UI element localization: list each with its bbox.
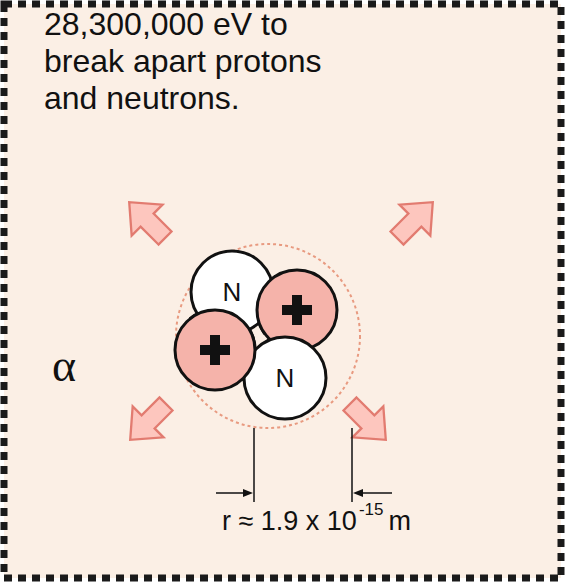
block-arrow — [115, 389, 182, 456]
outward-arrows — [114, 187, 448, 455]
proton — [189, 310, 255, 335]
nucleon-letter: N — [276, 365, 295, 391]
dashed-frame — [4, 4, 561, 578]
block-arrow — [382, 187, 449, 254]
proton-circle — [242, 335, 255, 390]
dimension-line — [253, 428, 255, 502]
proton-circle — [257, 270, 275, 335]
dimension-line — [351, 428, 353, 502]
proton-circle — [189, 310, 255, 335]
dimension-arrow — [360, 492, 392, 494]
radius-value: r ≈ 1.9 x 10 — [222, 506, 357, 537]
alpha-symbol: α — [52, 340, 76, 393]
dimension-arrow — [216, 492, 246, 494]
neutron-circle: N — [242, 335, 328, 421]
proton — [257, 270, 275, 335]
unit: m — [388, 506, 411, 537]
nucleus-boundary — [176, 244, 360, 428]
nucleon-letter: N — [223, 279, 242, 305]
exponent: -15 — [359, 500, 384, 520]
block-arrow — [114, 187, 181, 254]
plus-sign — [210, 335, 220, 365]
block-arrow — [335, 389, 402, 456]
proton — [175, 310, 255, 390]
proton — [242, 335, 255, 390]
heading: 28,300,000 eV to break apart protons and… — [44, 6, 374, 117]
neutron-circle: N — [189, 249, 275, 335]
arrow-head — [353, 489, 363, 497]
proton-circle — [175, 310, 255, 390]
plus-sign — [292, 295, 302, 325]
radius-dimension — [216, 428, 392, 502]
arrow-head — [243, 489, 253, 497]
